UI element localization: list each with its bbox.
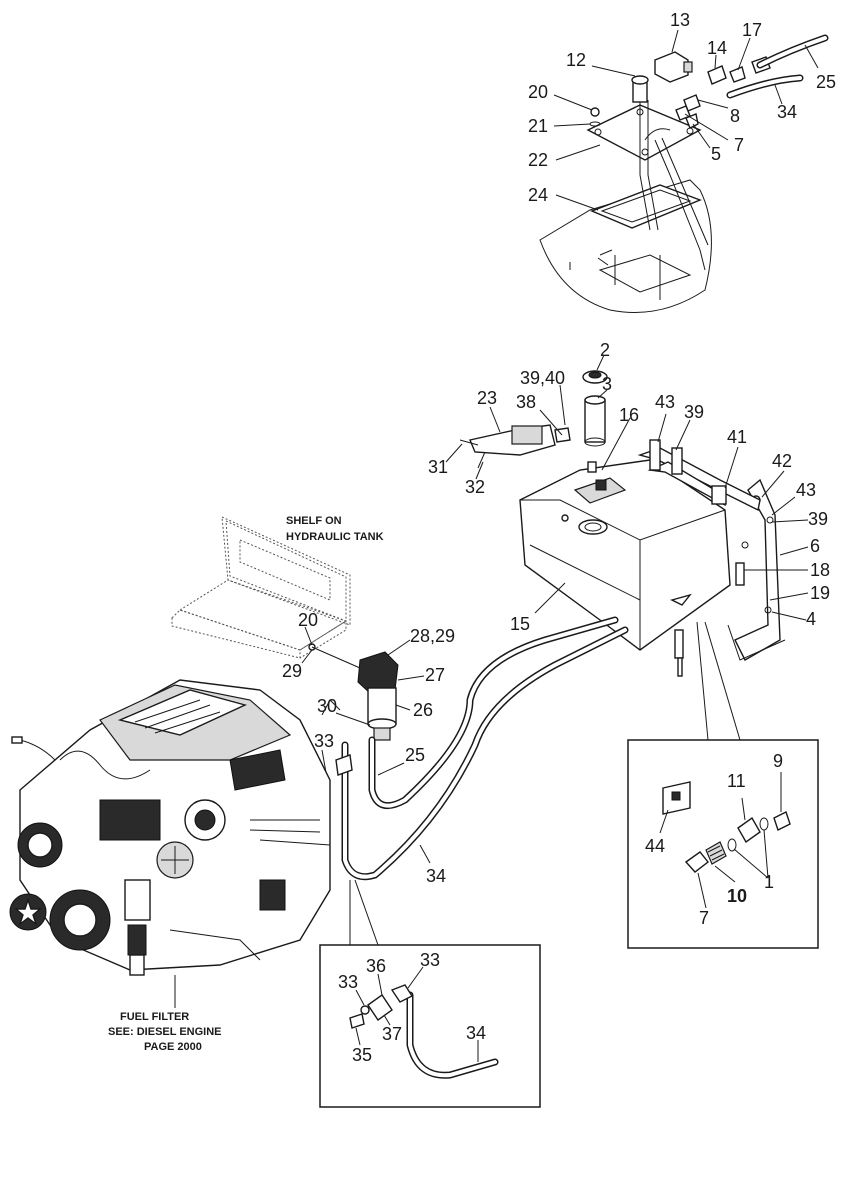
callout-20: 20: [528, 82, 548, 102]
diagram-notes: SHELF ON HYDRAULIC TANK FUEL FILTER SEE:…: [108, 515, 384, 1053]
callout-7-b: 7: [699, 908, 709, 928]
callout-8: 8: [730, 106, 740, 126]
callout-29: 29: [282, 661, 302, 681]
callout-7: 7: [734, 135, 744, 155]
callout-26: 26: [413, 700, 433, 720]
fuel-hoses: [321, 616, 629, 881]
callout-34: 34: [777, 102, 797, 122]
callout-32: 32: [465, 477, 485, 497]
callout-33-c: 33: [420, 950, 440, 970]
callout-43-b: 43: [796, 480, 816, 500]
callout-1: 1: [764, 872, 774, 892]
callout-33: 33: [314, 731, 334, 751]
callout-34-b: 34: [426, 866, 446, 886]
callout-10: 10: [727, 886, 747, 906]
callout-12: 12: [566, 50, 586, 70]
callout-27: 27: [425, 665, 445, 685]
diesel-engine: [9, 679, 331, 1008]
callout-28-29: 28,29: [410, 626, 455, 646]
filter-note-line3: PAGE 2000: [144, 1041, 202, 1053]
shelf-note-line2: HYDRAULIC TANK: [286, 531, 384, 543]
tank-leaders: [445, 354, 809, 621]
callout-17: 17: [742, 20, 762, 40]
callout-11: 11: [727, 771, 746, 791]
callout-39-40: 39,40: [520, 368, 565, 388]
filler-neck: [582, 370, 608, 447]
callout-20-b: 20: [298, 610, 318, 630]
callout-6: 6: [810, 536, 820, 556]
inset-fitting-detail: [627, 621, 819, 949]
callout-24: 24: [528, 185, 548, 205]
callout-15: 15: [510, 614, 530, 634]
callout-30: 30: [317, 696, 337, 716]
callout-44: 44: [645, 836, 665, 856]
callout-42: 42: [772, 451, 792, 471]
filter-note-line1: FUEL FILTER: [120, 1011, 189, 1023]
callout-41: 41: [727, 427, 747, 447]
filter-note-line2: SEE: DIESEL ENGINE: [108, 1026, 222, 1038]
shelf-note-line1: SHELF ON: [286, 515, 342, 527]
tank-straps: [637, 439, 761, 512]
callout-19: 19: [810, 583, 830, 603]
top-leaders: [553, 29, 819, 211]
callout-31: 31: [428, 457, 448, 477]
callout-22: 22: [528, 150, 548, 170]
callout-13: 13: [670, 10, 690, 30]
callout-43: 43: [655, 392, 675, 412]
fuel-tank: [519, 459, 731, 677]
tank-top-detail: [539, 34, 829, 313]
callout-5: 5: [711, 144, 721, 164]
callout-38: 38: [516, 392, 536, 412]
inset-engine-fitting-detail: [319, 879, 541, 1108]
callout-21: 21: [528, 116, 548, 136]
callout-18: 18: [810, 560, 830, 580]
callout-23: 23: [477, 388, 497, 408]
callout-3: 3: [602, 374, 612, 394]
tank-bracket: [727, 478, 786, 661]
filler-bracket: [459, 424, 571, 469]
shelf-on-hydraulic-tank: [171, 516, 351, 659]
callout-37: 37: [382, 1024, 402, 1044]
fuel-water-separator: [308, 643, 399, 741]
callout-25: 25: [816, 72, 836, 92]
callout-9: 9: [773, 751, 783, 771]
callout-2: 2: [600, 340, 610, 360]
callout-39-b: 39: [808, 509, 828, 529]
callout-39: 39: [684, 402, 704, 422]
callout-14: 14: [707, 38, 727, 58]
callout-33-b: 33: [338, 972, 358, 992]
callout-34-c: 34: [466, 1023, 486, 1043]
callout-35: 35: [352, 1045, 372, 1065]
callout-36: 36: [366, 956, 386, 976]
callout-labels: 13 14 17 12 20 21 22 8 7 5 25 34 24 2 3 …: [282, 10, 836, 1065]
callout-4: 4: [806, 609, 816, 629]
callout-16: 16: [619, 405, 639, 425]
callout-25-b: 25: [405, 745, 425, 765]
